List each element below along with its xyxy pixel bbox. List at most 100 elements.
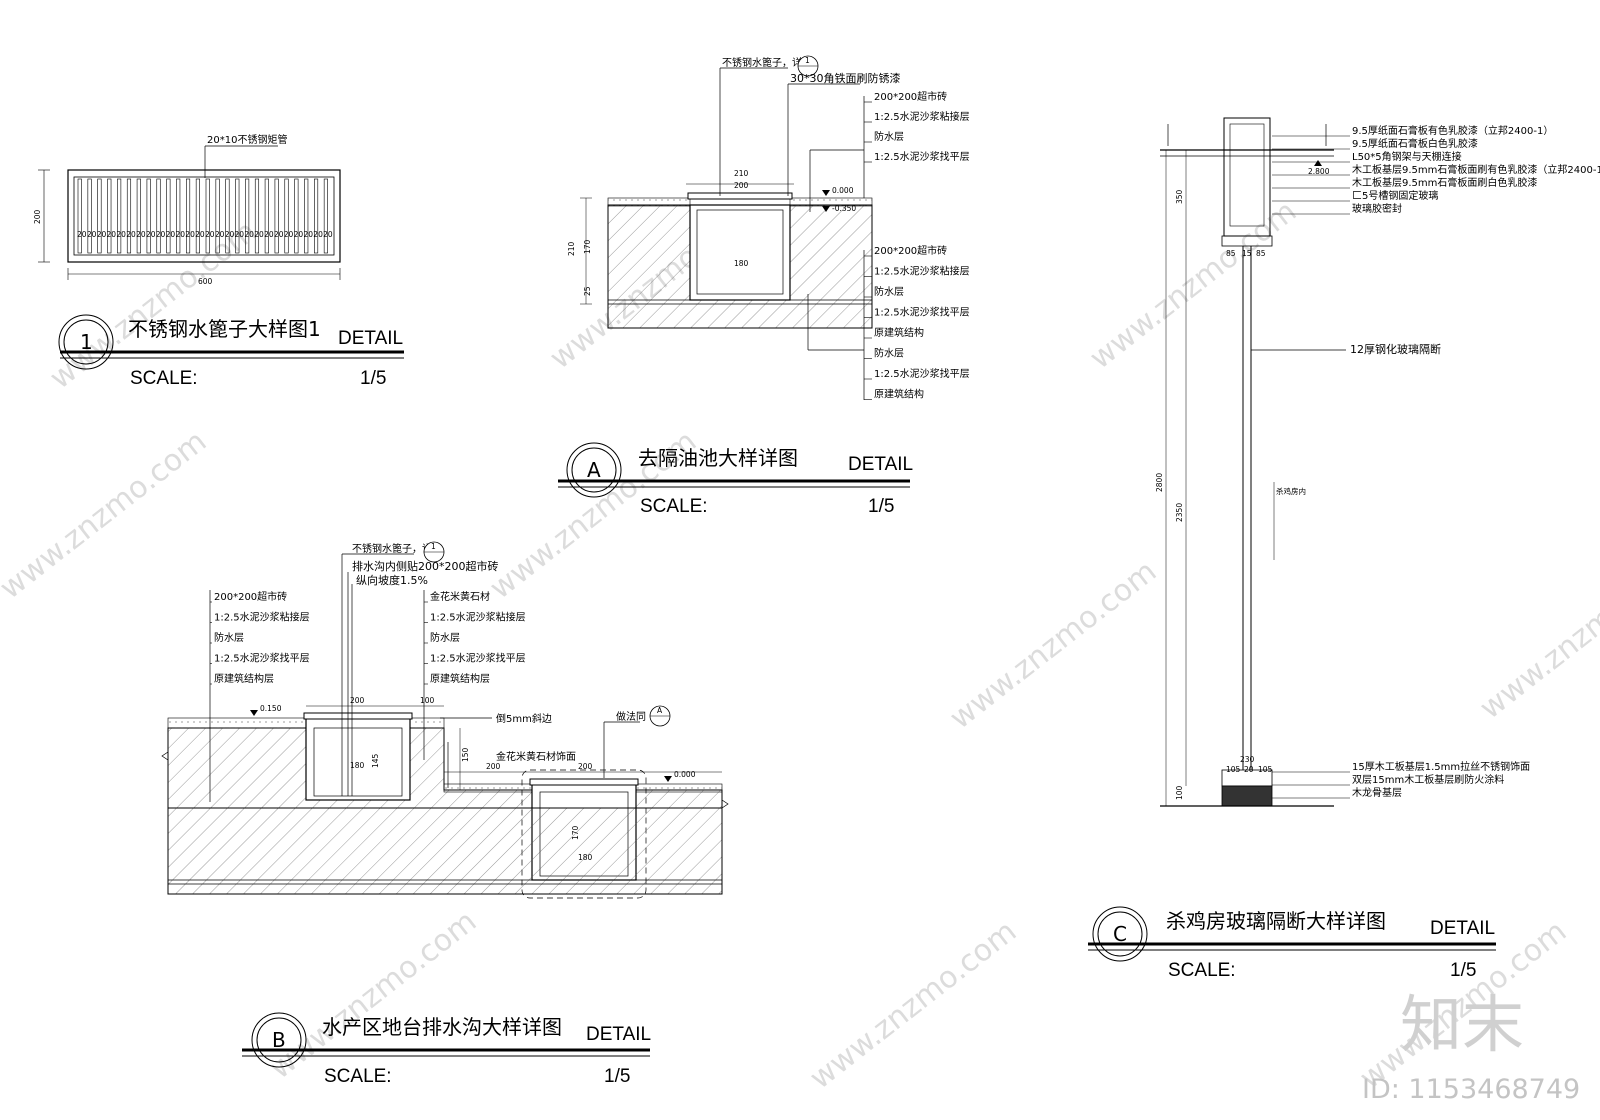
detail-b-title-block: B 水产区地台排水沟大样详图 DETAIL SCALE: 1/5	[242, 1012, 651, 1087]
detail-c-drawing: 350 2800 2350 100 85 15 85 230 105 20 10…	[1155, 117, 1600, 807]
bar-dim-label: 20	[225, 230, 235, 239]
watermark-id: ID: 1153468749	[1362, 1074, 1580, 1105]
bar-dim-label: 20	[175, 230, 185, 239]
dim-label: 150	[461, 747, 470, 762]
grate-bar	[136, 178, 141, 254]
detail-tag: DETAIL	[848, 454, 913, 475]
scale-value: 1/5	[868, 496, 894, 517]
bar-dim-label: 20	[87, 230, 97, 239]
reference-marker: 1	[805, 56, 810, 65]
detail-marker: C	[1113, 922, 1127, 946]
layer-callout-group: 9.5厚纸面石膏板有色乳胶漆（立邦2400-1）9.5厚纸面石膏板白色乳胶漆L5…	[1272, 124, 1600, 215]
layer-label: 木龙骨基层	[1352, 786, 1402, 799]
bar-dim-label: 20	[97, 230, 107, 239]
layer-label: L50*5角钢架与天棚连接	[1352, 150, 1462, 163]
dim-label: 170	[571, 825, 580, 840]
dim-label: 180	[734, 259, 749, 268]
grate-bar	[97, 178, 102, 254]
grate-bar	[195, 178, 200, 254]
dim-label: 200	[486, 762, 501, 771]
bar-dim-label: 20	[77, 230, 87, 239]
bar-dim-label: 20	[156, 230, 166, 239]
dim-label: 200	[734, 181, 749, 190]
callout-label: 12厚钢化玻璃隔断	[1350, 342, 1441, 356]
layer-label: 防水层	[874, 130, 904, 143]
grate-bar	[146, 178, 151, 254]
scale-label: SCALE:	[1168, 960, 1236, 981]
callout-label: 排水沟内侧贴200*200超市砖	[352, 559, 499, 573]
dim-label: 350	[1175, 189, 1184, 204]
scale-value: 1/5	[1450, 960, 1476, 981]
detail-tag: DETAIL	[1430, 918, 1495, 939]
elevation-label: -0.350	[832, 204, 856, 213]
grate-bar	[117, 178, 122, 254]
layer-label: 原建筑结构	[874, 388, 924, 401]
layer-callout-group: 200*200超市砖1:2.5水泥沙浆粘接层防水层1:2.5水泥沙浆找平层原建筑…	[210, 590, 310, 685]
reference-marker: A	[657, 706, 663, 715]
grate-bar	[166, 178, 171, 254]
watermark-text: www.znzmo.com	[1473, 544, 1600, 726]
dim-label: 2350	[1175, 503, 1184, 522]
dim-label: 100	[1175, 785, 1184, 800]
bar-dim-label: 20	[146, 230, 156, 239]
detail-1-title-block: 1 不锈钢水篦子大样图1 DETAIL SCALE: 1/5	[58, 314, 404, 389]
bar-dim-label: 20	[323, 230, 333, 239]
grate-bar	[87, 178, 92, 254]
bar-dim-label: 20	[244, 230, 254, 239]
grate-bar	[314, 178, 319, 254]
bar-dim-label: 20	[313, 230, 323, 239]
scale-value: 1/5	[604, 1066, 630, 1087]
elevation-label: 2.800	[1308, 167, 1330, 176]
detail-title: 水产区地台排水沟大样详图	[322, 1015, 562, 1039]
grate-bar	[186, 178, 191, 254]
dim-width: 600	[198, 277, 213, 286]
layer-label: 原建筑结构层	[214, 672, 274, 685]
dim-label: 105	[1226, 765, 1241, 774]
layer-label: 1:2.5水泥沙浆粘接层	[430, 611, 526, 624]
layer-label: 9.5厚纸面石膏板有色乳胶漆（立邦2400-1）	[1352, 124, 1553, 137]
layer-label: 1:2.5水泥沙浆找平层	[214, 652, 310, 665]
bar-dim-label: 20	[205, 230, 215, 239]
bar-dim-label: 20	[116, 230, 126, 239]
grate-bar	[107, 178, 112, 254]
bar-dim-label: 20	[195, 230, 205, 239]
layer-label: 防水层	[214, 631, 244, 644]
scale-label: SCALE:	[640, 496, 708, 517]
bar-dim-label: 20	[107, 230, 117, 239]
layer-label: 原建筑结构	[874, 326, 924, 339]
grate-bar	[215, 178, 220, 254]
grate-bar	[126, 178, 132, 254]
detail-tag: DETAIL	[586, 1024, 651, 1045]
detail-marker: 1	[80, 330, 93, 354]
layer-label: 9.5厚纸面石膏板白色乳胶漆	[1352, 137, 1478, 150]
dim-label: 210	[567, 241, 576, 256]
dim-label: 200	[578, 762, 593, 771]
grate-bar	[225, 178, 230, 254]
dim-label: 200	[350, 696, 365, 705]
grate-bar	[284, 178, 289, 254]
grate-bar	[77, 178, 82, 254]
bar-dim-label: 20	[254, 230, 264, 239]
scale-value: 1/5	[360, 368, 386, 389]
grate-bar	[176, 178, 181, 254]
layer-label: 木工板基层9.5mm石膏板面刷有色乳胶漆（立邦2400-1）	[1352, 163, 1600, 176]
scale-label: SCALE:	[130, 368, 198, 389]
layer-label: 1:2.5水泥沙浆找平层	[874, 150, 970, 163]
detail-b-drawing: 200 100 180 145 150 200 200 170 180 0.15…	[161, 541, 729, 899]
grate-bar	[245, 178, 250, 254]
layer-callout-group: 200*200超市砖1:2.5水泥沙浆粘接层防水层1:2.5水泥沙浆找平层原建筑…	[864, 244, 970, 401]
dim-label: 25	[583, 286, 592, 296]
grate-bar	[274, 178, 279, 254]
layer-label: 1:2.5水泥沙浆粘接层	[214, 611, 310, 624]
grate-bar	[205, 178, 210, 254]
elevation-label: 0.000	[832, 186, 854, 195]
elevation-label: 0.000	[674, 770, 696, 779]
elevation-label: 0.150	[260, 704, 282, 713]
layer-label: 双层15mm木工板基层刷防火涂料	[1352, 773, 1504, 786]
grate-bar	[304, 178, 309, 254]
layer-label: 原建筑结构层	[430, 672, 490, 685]
bar-dim-label: 20	[274, 230, 284, 239]
bar-dim-label: 20	[185, 230, 195, 239]
